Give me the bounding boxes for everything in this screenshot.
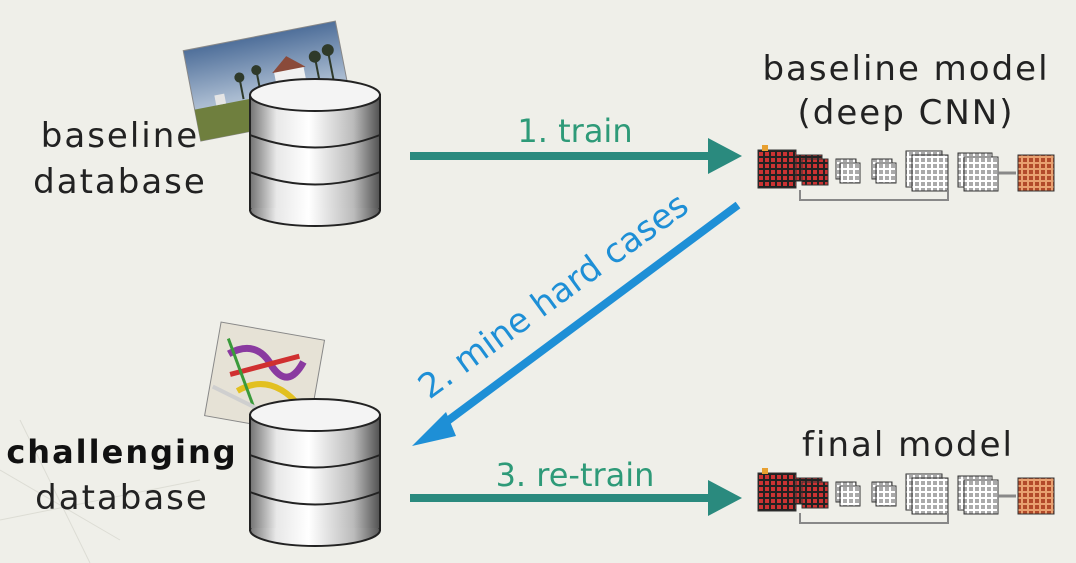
cnn-diagram-baseline	[757, 145, 1055, 201]
database-cylinder	[249, 78, 381, 227]
final-model-title: final model	[802, 425, 1014, 465]
retrain-arrow	[410, 480, 742, 516]
step-mine-label: 2. mine hard cases	[411, 185, 696, 407]
cnn-diagram-final	[757, 468, 1055, 524]
baseline-database-label-line1: baseline	[41, 116, 199, 156]
step-train-label: 1. train	[517, 112, 632, 150]
baseline-model-title-line1: baseline model	[762, 49, 1049, 89]
background-texture	[0, 419, 201, 563]
mine-hard-cases-arrow	[412, 201, 741, 446]
train-arrow	[410, 138, 742, 174]
baseline-model-title-line2: (deep CNN)	[798, 93, 1015, 133]
challenging-database-icon	[204, 321, 381, 547]
challenging-database-label-line2: database	[35, 478, 209, 518]
database-cylinder	[249, 398, 381, 547]
baseline-database-label-line2: database	[33, 162, 207, 202]
baseline-database-icon	[182, 20, 381, 227]
challenging-database-label-line1: challenging	[6, 433, 237, 471]
step-retrain-label: 3. re-train	[496, 456, 655, 494]
